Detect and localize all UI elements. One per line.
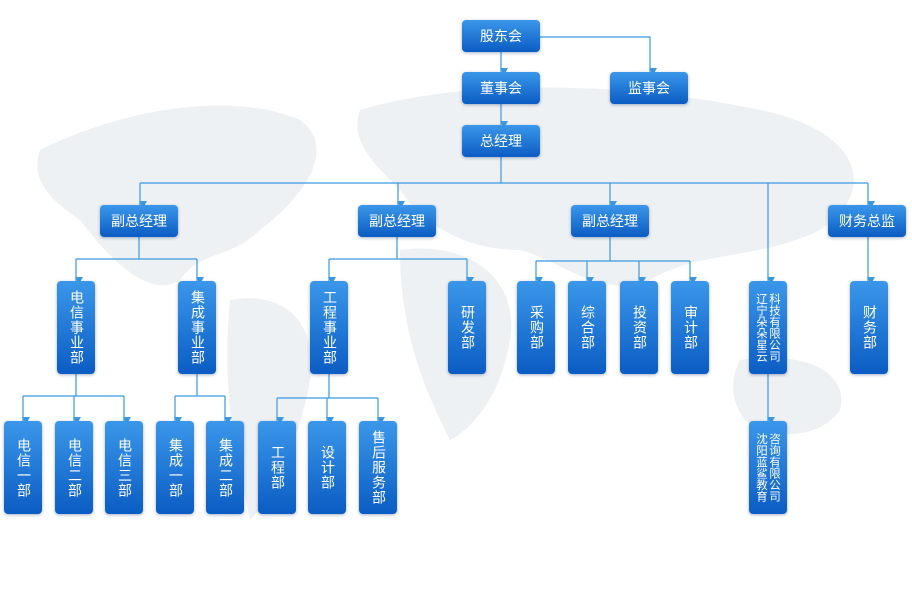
node-audit-dept: 审计部	[671, 281, 709, 374]
node-engineering-division: 工程事业部	[310, 281, 348, 374]
node-label: 集成一部	[167, 437, 183, 498]
node-supervisors: 监事会	[610, 72, 688, 104]
node-cfo: 财务总监	[828, 205, 906, 237]
node-aftersales-dept: 售后服务部	[359, 421, 397, 514]
node-label: 工程事业部	[321, 290, 337, 365]
node-integration-2: 集成二部	[206, 421, 244, 514]
node-label: 沈阳蓝鲨教育咨询有限公司	[755, 433, 782, 502]
node-company-shenyang: 沈阳蓝鲨教育咨询有限公司	[749, 421, 787, 514]
node-purchasing-dept: 采购部	[517, 281, 555, 374]
node-label: 综合部	[579, 305, 595, 350]
node-label: 电信二部	[66, 437, 82, 498]
node-label: 财务总监	[839, 214, 895, 230]
node-label: 设计部	[319, 445, 335, 490]
node-label: 董事会	[480, 81, 522, 97]
node-telecom-3: 电信三部	[105, 421, 143, 514]
node-rnd-dept: 研发部	[448, 281, 486, 374]
node-integration-division: 集成事业部	[178, 281, 216, 374]
node-general-dept: 综合部	[568, 281, 606, 374]
node-finance-dept: 财务部	[850, 281, 888, 374]
node-company-liaoning: 辽宁朵朵星云科技有限公司	[749, 281, 787, 374]
node-vp-2: 副总经理	[358, 205, 436, 237]
node-label: 副总经理	[369, 214, 425, 230]
node-vp-1: 副总经理	[100, 205, 178, 237]
node-label: 售后服务部	[370, 430, 386, 505]
node-label: 集成事业部	[189, 290, 205, 365]
node-label: 副总经理	[582, 214, 638, 230]
node-label: 电信三部	[116, 437, 132, 498]
node-engineering-dept: 工程部	[258, 421, 296, 514]
node-telecom-2: 电信二部	[55, 421, 93, 514]
node-label: 股东会	[480, 29, 522, 45]
node-investment-dept: 投资部	[620, 281, 658, 374]
node-label: 工程部	[269, 445, 285, 490]
node-label: 电信事业部	[68, 290, 84, 365]
node-label: 总经理	[480, 134, 522, 150]
node-label: 电信一部	[15, 437, 31, 498]
node-vp-3: 副总经理	[571, 205, 649, 237]
node-label: 采购部	[528, 305, 544, 350]
node-shareholders: 股东会	[462, 20, 540, 52]
node-board: 董事会	[462, 72, 540, 104]
node-label: 集成二部	[217, 437, 233, 498]
node-label: 副总经理	[111, 214, 167, 230]
node-label: 监事会	[628, 81, 670, 97]
node-label: 投资部	[631, 305, 647, 350]
node-telecom-1: 电信一部	[4, 421, 42, 514]
node-design-dept: 设计部	[308, 421, 346, 514]
node-telecom-division: 电信事业部	[57, 281, 95, 374]
node-integration-1: 集成一部	[156, 421, 194, 514]
node-general-manager: 总经理	[462, 125, 540, 157]
node-label: 财务部	[861, 305, 877, 350]
node-label: 审计部	[682, 305, 698, 350]
node-label: 辽宁朵朵星云科技有限公司	[755, 293, 782, 362]
node-label: 研发部	[459, 305, 475, 350]
